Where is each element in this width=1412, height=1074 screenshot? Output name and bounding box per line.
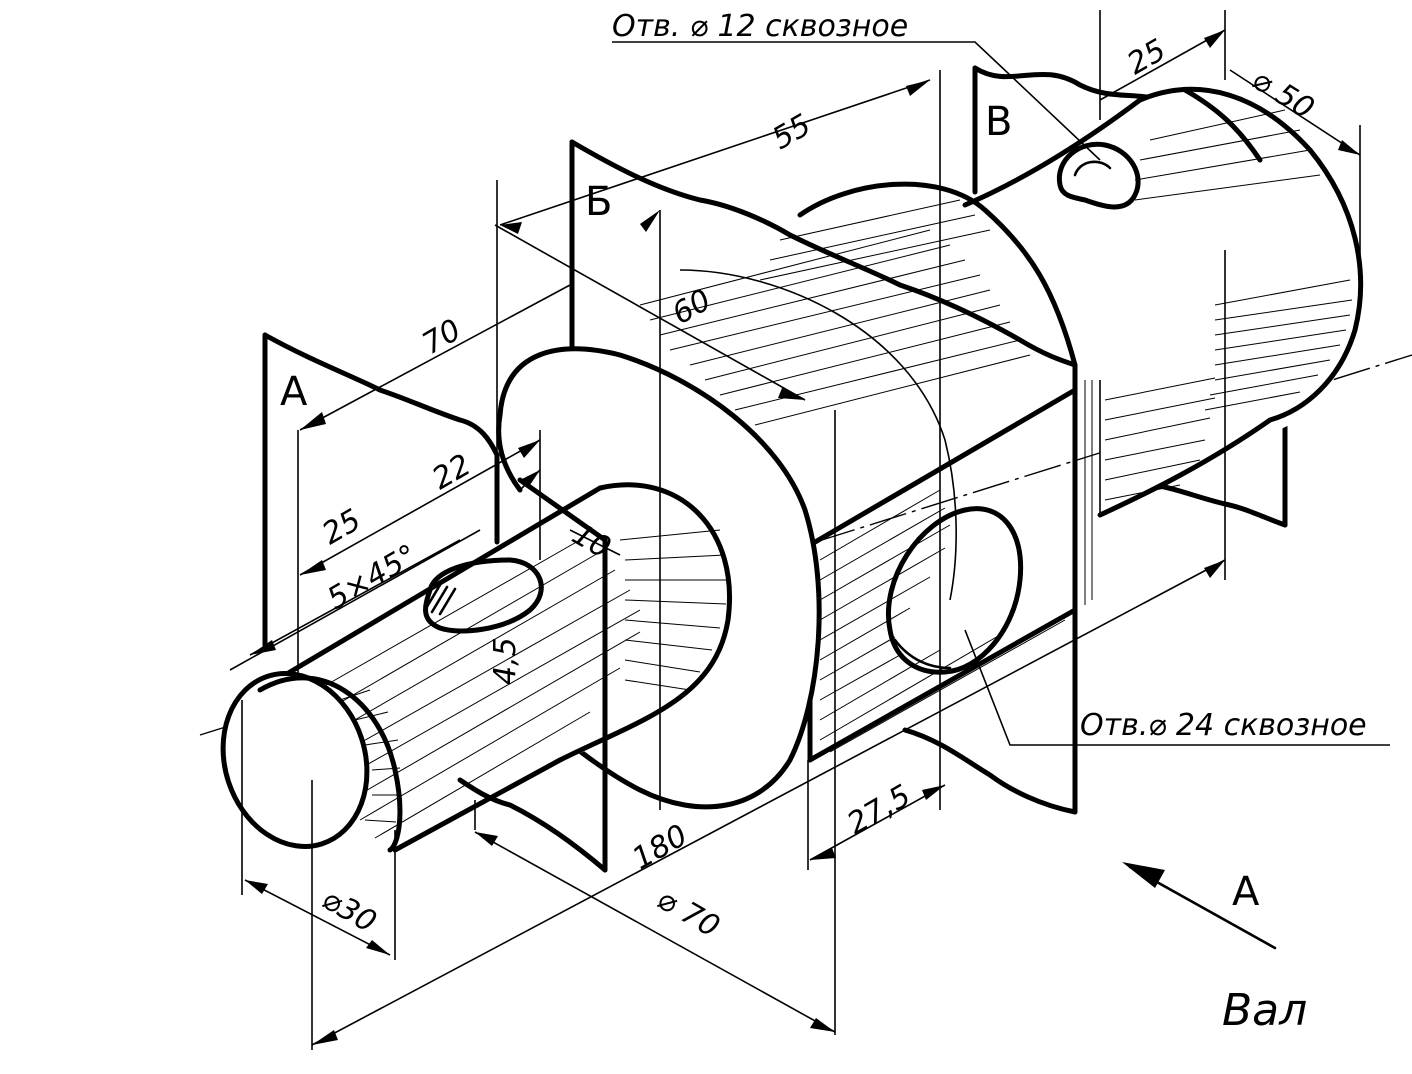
right-journal bbox=[962, 86, 1364, 518]
dim-180: 180 bbox=[627, 818, 694, 877]
dim-27-5: 27,5 bbox=[842, 778, 917, 842]
hole-12-outline bbox=[1056, 141, 1141, 210]
plane-b-label: Б bbox=[585, 179, 612, 225]
dim-25-left: 25 bbox=[317, 503, 368, 552]
dim-4-5: 4,5 bbox=[488, 637, 523, 685]
note-hole-12: Отв. ⌀ 12 сквозное bbox=[612, 9, 908, 44]
dim-70-length: 70 bbox=[417, 313, 468, 362]
dim-25-top: 25 bbox=[1122, 33, 1173, 82]
note-hole-24: Отв.⌀ 24 сквозное bbox=[1080, 708, 1367, 743]
keyway-outline bbox=[423, 557, 544, 634]
plane-a-label: А bbox=[280, 369, 308, 415]
dim-22: 22 bbox=[427, 448, 478, 497]
dim-dia-30: ⌀30 bbox=[316, 882, 382, 940]
hole-24-outline bbox=[886, 506, 1024, 675]
dim-60: 60 bbox=[667, 283, 718, 332]
section-plane-a bbox=[262, 332, 608, 873]
plane-v-label: В bbox=[985, 99, 1012, 145]
left-shaft bbox=[220, 482, 732, 853]
dimension-lines bbox=[229, 10, 1390, 1050]
dim-55: 55 bbox=[767, 108, 818, 157]
shaft-end-face bbox=[220, 671, 370, 849]
dimension-arrowheads bbox=[245, 30, 1360, 1045]
drawing-title: Вал bbox=[1222, 985, 1307, 1036]
view-arrow-label: А bbox=[1232, 869, 1260, 915]
view-direction-arrow bbox=[1122, 862, 1277, 950]
